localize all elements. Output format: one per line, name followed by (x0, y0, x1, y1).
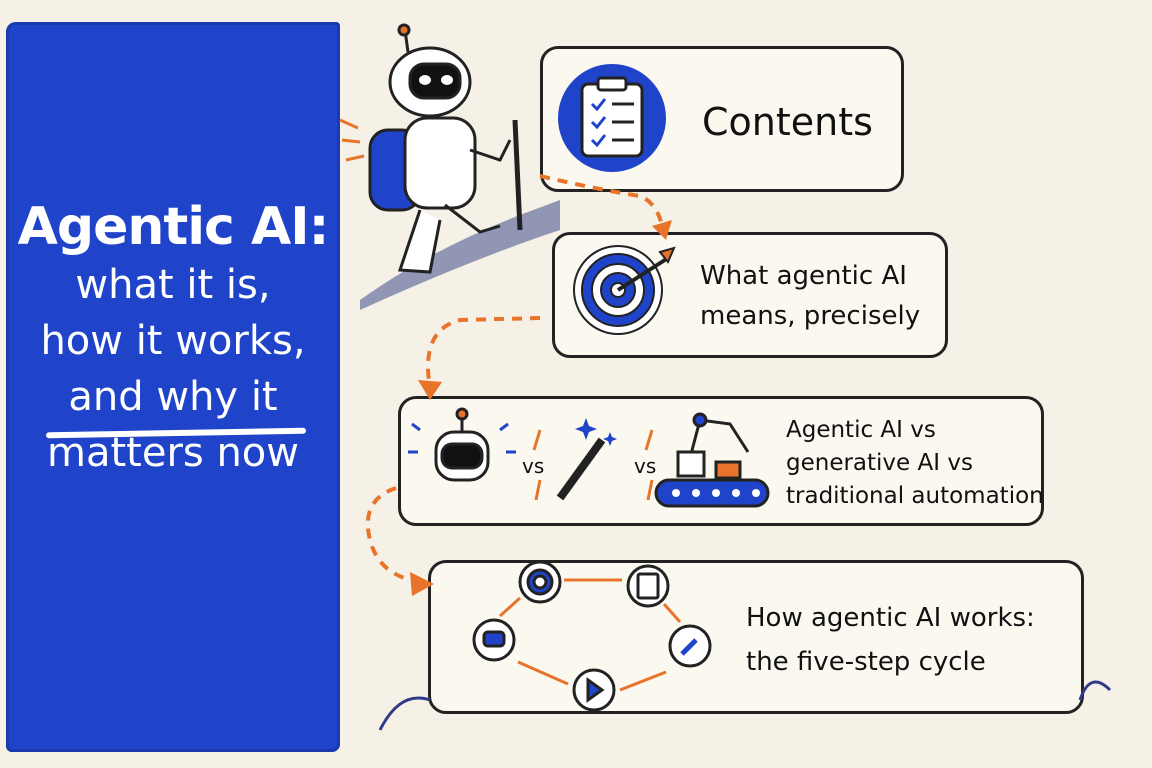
cycle-line-1: How agentic AI works: (746, 603, 1035, 633)
subtitle-line-3: and why it (68, 374, 278, 420)
cycle-line-2: the five-step cycle (746, 647, 986, 677)
comparison-line-2: generative AI vs (786, 450, 973, 476)
subtitle-line-4: matters now (47, 430, 299, 476)
vs-label-1: vs (522, 454, 545, 478)
cycle-label: How agentic AI works: the five-step cycl… (746, 596, 1035, 684)
subtitle-line-2: how it works, (40, 318, 306, 364)
comparison-line-3: traditional automation (786, 483, 1044, 509)
page-title: Agentic AI: (17, 197, 330, 257)
vs-label-2: vs (634, 454, 657, 478)
robot-hiker-icon (339, 23, 523, 274)
title-block: Agentic AI: what it is, how it works, an… (6, 197, 340, 481)
contents-label: Contents (702, 100, 873, 144)
definition-label: What agentic AI means, precisely (700, 256, 920, 336)
comparison-line-1: Agentic AI vs (786, 417, 936, 443)
subtitle-line-1: what it is, (75, 262, 271, 308)
definition-line-1: What agentic AI (700, 261, 907, 291)
title-panel: Agentic AI: what it is, how it works, an… (6, 22, 340, 752)
comparison-label: Agentic AI vs generative AI vs tradition… (786, 414, 1044, 513)
definition-line-2: means, precisely (700, 301, 921, 331)
